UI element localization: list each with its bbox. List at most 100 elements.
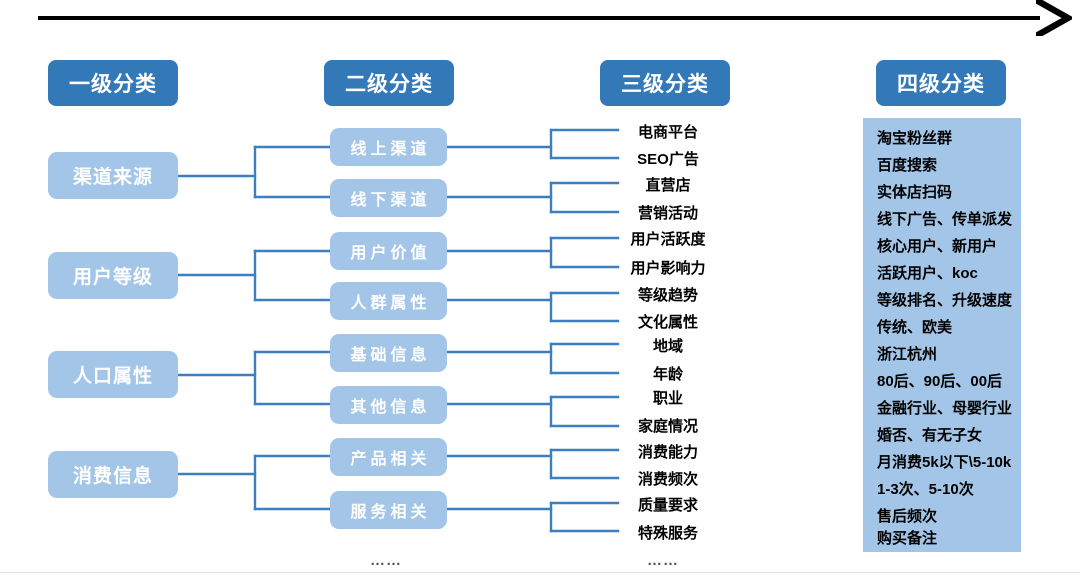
level4-label: 传统、欧美	[877, 319, 953, 336]
level3-ellipsis: ……	[647, 552, 679, 569]
level2-label: 人群属性	[350, 295, 431, 312]
level3-item[interactable]: 质量要求	[608, 494, 728, 515]
level4-label: 实体店扫码	[877, 184, 953, 201]
ellipsis-label: ……	[370, 552, 402, 569]
header-level-1: 一级分类	[48, 60, 178, 106]
level3-label: 质量要求	[637, 497, 698, 514]
level3-item[interactable]: SEO广告	[608, 148, 728, 169]
level3-label: 用户影响力	[630, 260, 706, 277]
level4-item[interactable]: 传统、欧美	[877, 316, 952, 337]
level3-item[interactable]: 年龄	[608, 363, 728, 384]
level3-item[interactable]: 消费频次	[608, 468, 728, 489]
level4-item[interactable]: 百度搜索	[877, 154, 937, 175]
level2-label: 产品相关	[350, 451, 431, 468]
level4-item[interactable]: 婚否、有无子女	[877, 424, 982, 445]
level4-label: 活跃用户、koc	[877, 265, 978, 282]
level3-item[interactable]: 消费能力	[608, 441, 728, 462]
level4-item[interactable]: 售后频次	[877, 505, 937, 526]
level3-label: 直营店	[645, 177, 691, 194]
level2-label: 线上渠道	[350, 141, 431, 158]
level1-label: 消费信息	[72, 466, 153, 487]
level1-label: 用户等级	[72, 267, 153, 288]
level4-item[interactable]: 浙江杭州	[877, 343, 937, 364]
level3-item[interactable]: 电商平台	[608, 121, 728, 142]
level3-label: 年龄	[652, 366, 683, 383]
level2-label: 基础信息	[350, 347, 431, 364]
level4-item[interactable]: 80后、90后、00后	[877, 370, 1002, 391]
level2-label: 用户价值	[350, 245, 431, 262]
ellipsis-label: ……	[647, 552, 679, 569]
level4-item[interactable]: 等级排名、升级速度	[877, 289, 1012, 310]
level3-label: 消费能力	[637, 444, 698, 461]
level3-item[interactable]: 用户活跃度	[608, 228, 728, 249]
level3-label: 特殊服务	[637, 525, 698, 542]
level3-item[interactable]: 营销活动	[608, 202, 728, 223]
level4-label: 浙江杭州	[877, 346, 938, 363]
level3-item[interactable]: 等级趋势	[608, 284, 728, 305]
level3-label: SEO广告	[637, 151, 699, 168]
level3-label: 家庭情况	[637, 418, 698, 435]
header-level-4: 四级分类	[876, 60, 1006, 106]
level3-item[interactable]: 直营店	[608, 174, 728, 195]
level2-node-other-info[interactable]: 其他信息	[330, 386, 447, 424]
level2-label: 服务相关	[350, 504, 431, 521]
level4-item[interactable]: 月消费5k以下\5-10k	[877, 451, 1011, 472]
level1-node-channel-source[interactable]: 渠道来源	[48, 152, 178, 199]
level2-node-offline-channel[interactable]: 线下渠道	[330, 179, 447, 217]
level3-item[interactable]: 职业	[608, 387, 728, 408]
header-level-1-label: 一级分类	[69, 73, 157, 96]
level3-label: 等级趋势	[637, 287, 698, 304]
level1-node-demographics[interactable]: 人口属性	[48, 351, 178, 398]
level4-label: 百度搜索	[877, 157, 938, 174]
header-level-2: 二级分类	[324, 60, 454, 106]
level3-item[interactable]: 家庭情况	[608, 415, 728, 436]
level4-item[interactable]: 购买备注	[877, 527, 937, 548]
level2-node-user-value[interactable]: 用户价值	[330, 232, 447, 270]
header-level-4-label: 四级分类	[897, 73, 985, 96]
level3-label: 用户活跃度	[630, 231, 706, 248]
level4-item[interactable]: 金融行业、母婴行业	[877, 397, 1012, 418]
level4-item[interactable]: 核心用户、新用户	[877, 235, 997, 256]
level1-node-user-grade[interactable]: 用户等级	[48, 252, 178, 299]
header-level-3: 三级分类	[600, 60, 730, 106]
level3-item[interactable]: 文化属性	[608, 311, 728, 332]
level3-item[interactable]: 地域	[608, 335, 728, 356]
level4-label: 售后频次	[877, 508, 938, 525]
bottom-divider	[0, 572, 1080, 573]
level1-node-consumption[interactable]: 消费信息	[48, 451, 178, 498]
level2-ellipsis: ……	[370, 552, 402, 569]
level2-label: 线下渠道	[350, 192, 431, 209]
level4-label: 购买备注	[877, 530, 938, 547]
level3-label: 文化属性	[637, 314, 698, 331]
level3-label: 消费频次	[637, 471, 698, 488]
level4-label: 核心用户、新用户	[877, 238, 998, 255]
level2-node-service-related[interactable]: 服务相关	[330, 491, 447, 529]
level3-label: 营销活动	[637, 205, 698, 222]
level4-label: 80后、90后、00后	[877, 373, 1003, 390]
level4-item[interactable]: 线下广告、传单派发	[877, 208, 1012, 229]
header-level-3-label: 三级分类	[621, 73, 709, 96]
level2-node-product-related[interactable]: 产品相关	[330, 438, 447, 476]
level3-label: 职业	[652, 390, 683, 407]
header-level-2-label: 二级分类	[345, 73, 433, 96]
level3-item[interactable]: 特殊服务	[608, 522, 728, 543]
level4-item[interactable]: 淘宝粉丝群	[877, 127, 952, 148]
level3-label: 地域	[652, 338, 683, 355]
level4-item[interactable]: 实体店扫码	[877, 181, 952, 202]
level4-label: 1-3次、5-10次	[877, 481, 974, 498]
level1-label: 渠道来源	[72, 167, 153, 188]
level3-item[interactable]: 用户影响力	[608, 257, 728, 278]
level2-node-crowd-attribute[interactable]: 人群属性	[330, 282, 447, 320]
level2-node-online-channel[interactable]: 线上渠道	[330, 128, 447, 166]
level4-label: 线下广告、传单派发	[877, 211, 1013, 228]
level4-label: 金融行业、母婴行业	[877, 400, 1013, 417]
level1-label: 人口属性	[72, 366, 153, 387]
level4-label: 月消费5k以下\5-10k	[877, 454, 1012, 471]
level4-panel: 淘宝粉丝群 百度搜索 实体店扫码 线下广告、传单派发 核心用户、新用户 活跃用户…	[863, 118, 1021, 552]
level2-node-basic-info[interactable]: 基础信息	[330, 334, 447, 372]
level3-label: 电商平台	[637, 124, 698, 141]
level4-label: 婚否、有无子女	[877, 427, 983, 444]
level4-item[interactable]: 1-3次、5-10次	[877, 478, 974, 499]
level4-item[interactable]: 活跃用户、koc	[877, 262, 978, 283]
